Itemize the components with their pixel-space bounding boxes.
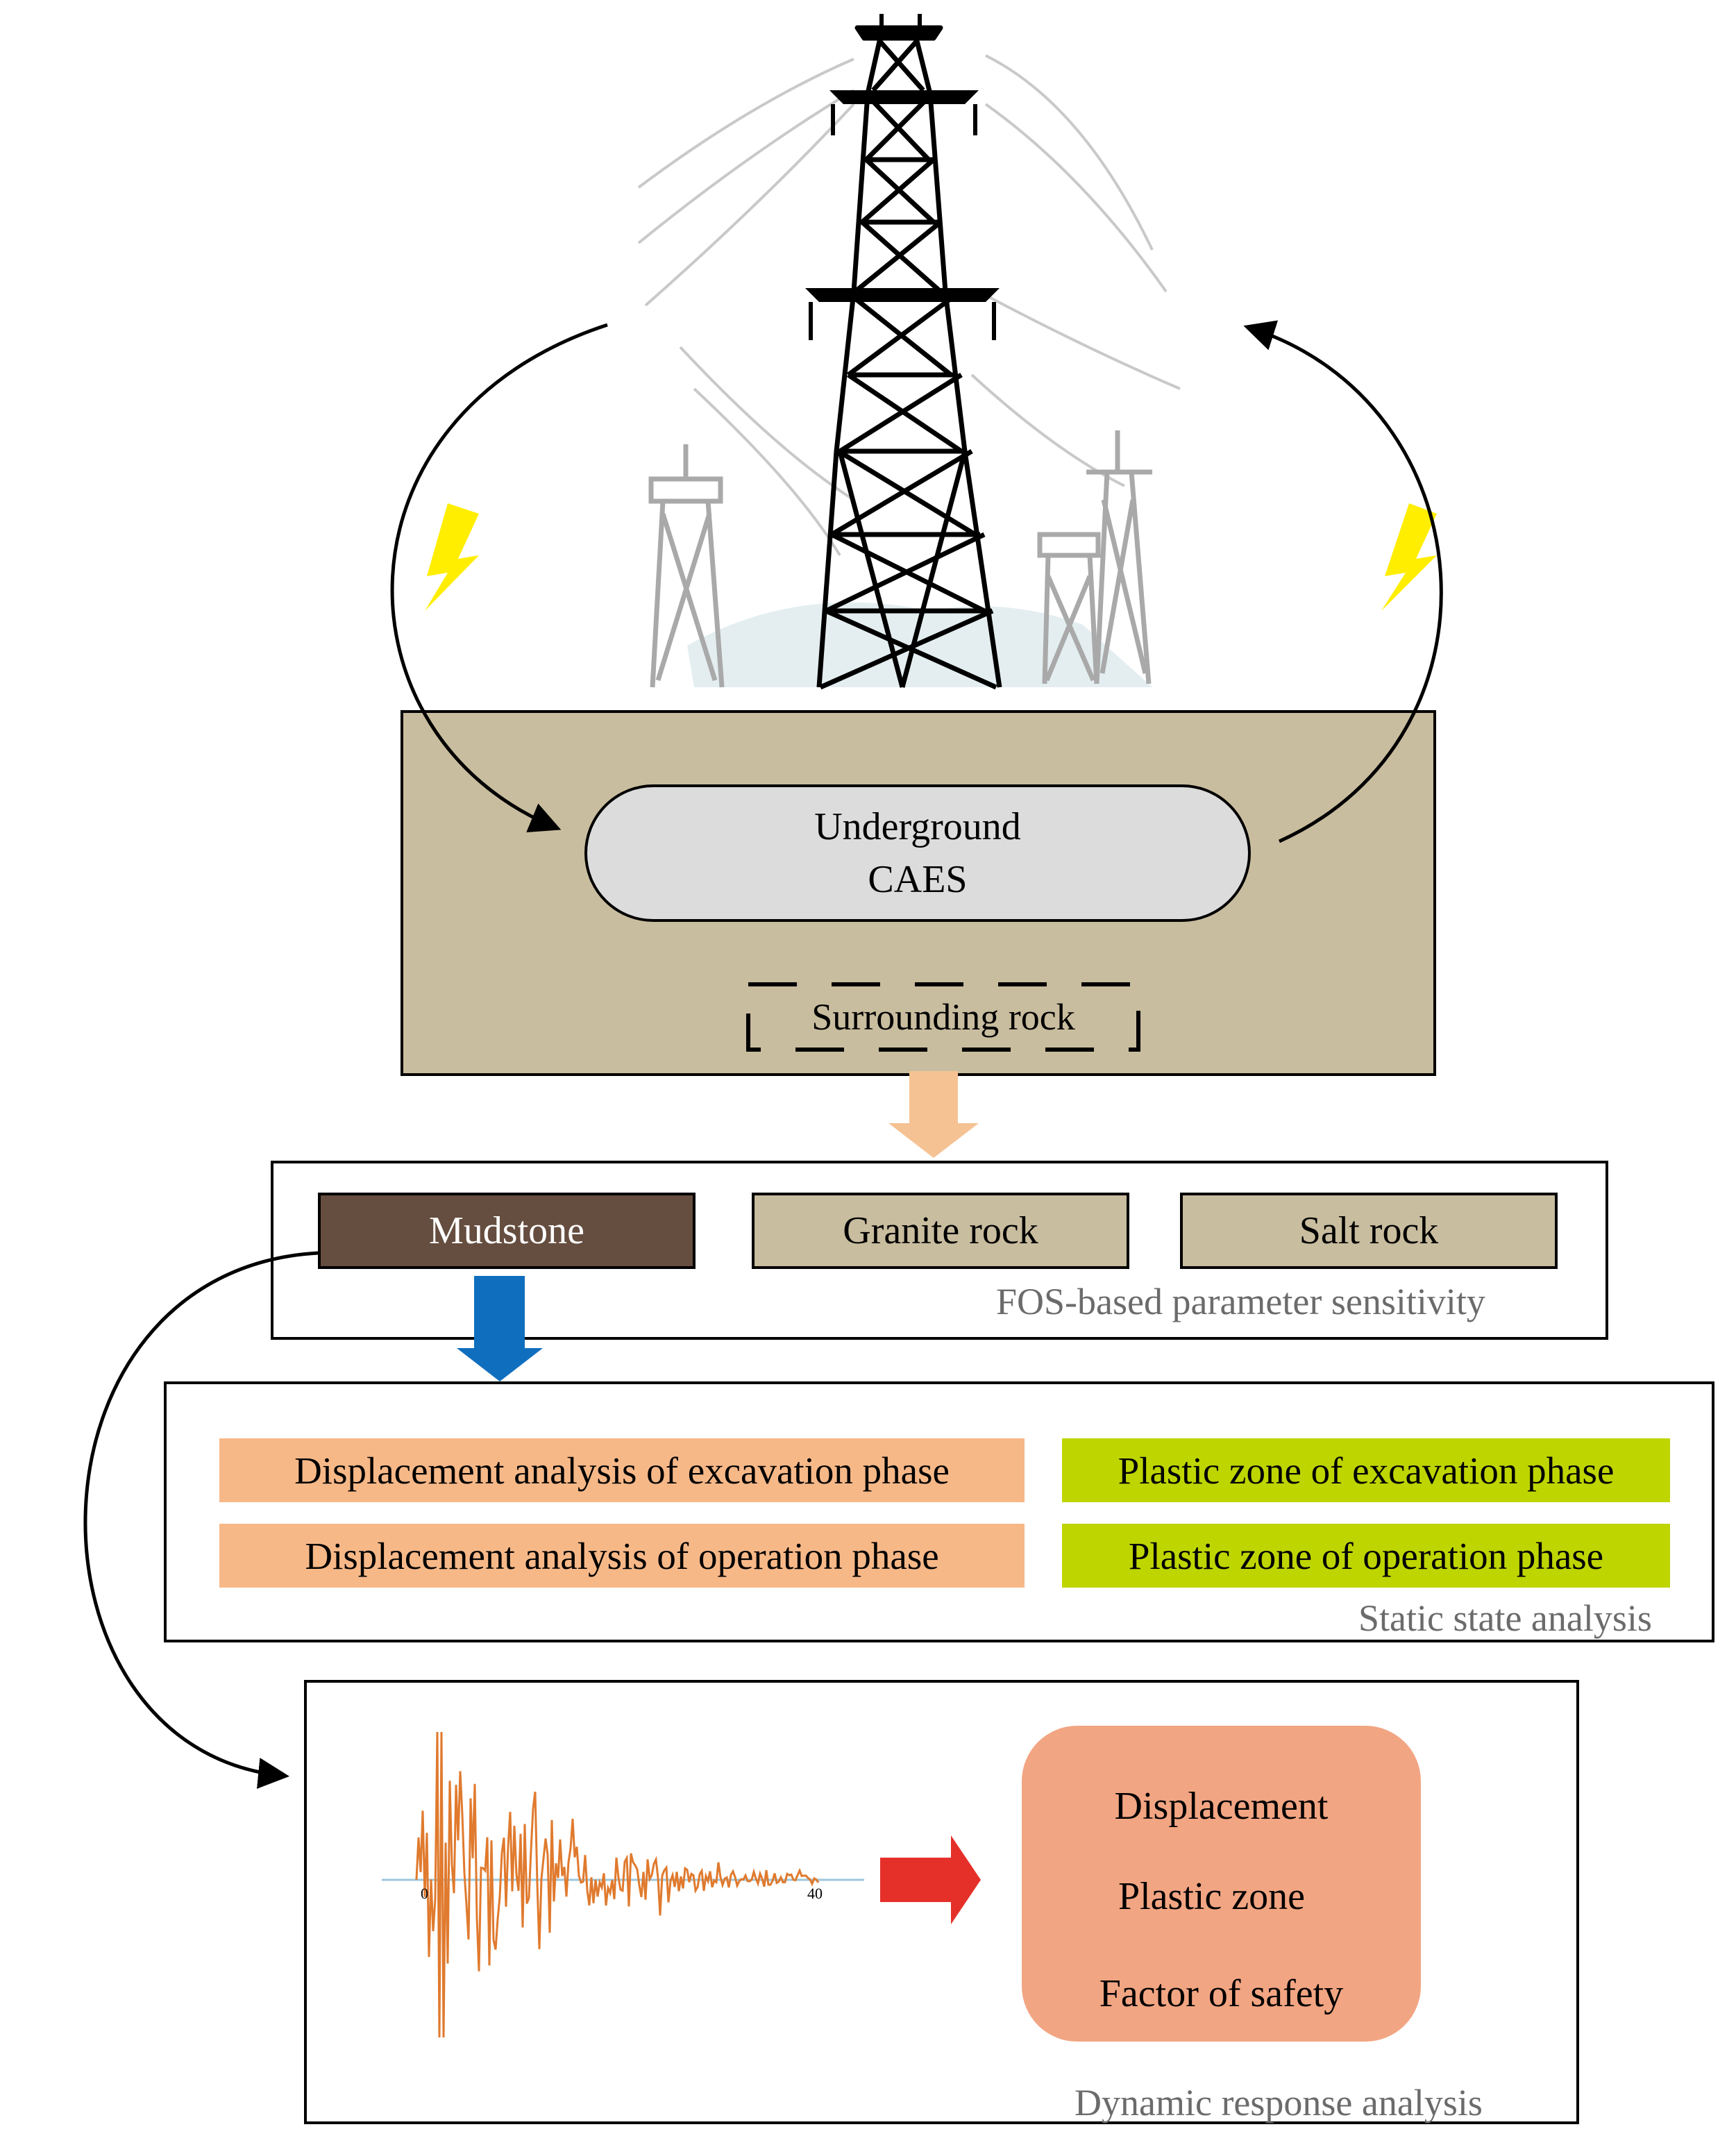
seismic-waveform (415, 1731, 820, 2038)
dynamic-caption: Dynamic response analysis (1075, 2082, 1483, 2124)
displacement-operation-tag: Displacement analysis of operation phase (219, 1524, 1025, 1588)
result-displacement: Displacement (1114, 1785, 1329, 1828)
sensitivity-caption: FOS-based parameter sensitivity (996, 1281, 1485, 1322)
static-caption: Static state analysis (1358, 1597, 1652, 1639)
surrounding-rock-dashed-frame (746, 982, 1140, 1052)
surrounding-rock-label: Surrounding rock (811, 996, 1075, 1038)
lightning-right-icon (1381, 503, 1437, 611)
displacement-excavation-tag: Displacement analysis of excavation phas… (219, 1438, 1025, 1502)
mudstone-to-dynamic-arrow (83, 1251, 319, 1789)
plastic-operation-tag: Plastic zone of operation phase (1062, 1524, 1670, 1588)
caes-label-line1: Underground (814, 805, 1021, 848)
transmission-tower-illustration (425, 14, 1437, 690)
discharge-flow-arrow (1243, 320, 1443, 843)
salt-rock-box: Salt rock (1180, 1193, 1558, 1269)
wave-tick-end: 40 (807, 1885, 823, 1902)
charge-flow-arrow (390, 323, 608, 833)
caes-label-line2: CAES (868, 858, 968, 901)
plastic-excavation-tag: Plastic zone of excavation phase (1062, 1438, 1670, 1502)
granite-rock-box: Granite rock (752, 1193, 1129, 1269)
dynamic-results-box: Displacement Plastic zone Factor of safe… (1022, 1726, 1421, 2042)
result-plastic-zone: Plastic zone (1118, 1875, 1306, 1918)
red-right-arrow (880, 1835, 981, 1924)
mudstone-box: Mudstone (318, 1193, 696, 1269)
result-factor-of-safety: Factor of safety (1099, 1972, 1344, 2015)
dynamic-analysis-frame (304, 1680, 1579, 2124)
blue-down-arrow (457, 1276, 543, 1381)
underground-caes-capsule: Underground CAES (584, 784, 1251, 922)
static-analysis-frame (164, 1381, 1714, 1642)
lightning-left-icon (425, 503, 479, 611)
wave-tick-start: 0 (421, 1885, 428, 1902)
rock-types-frame (271, 1161, 1608, 1340)
tan-down-arrow (888, 1071, 979, 1158)
